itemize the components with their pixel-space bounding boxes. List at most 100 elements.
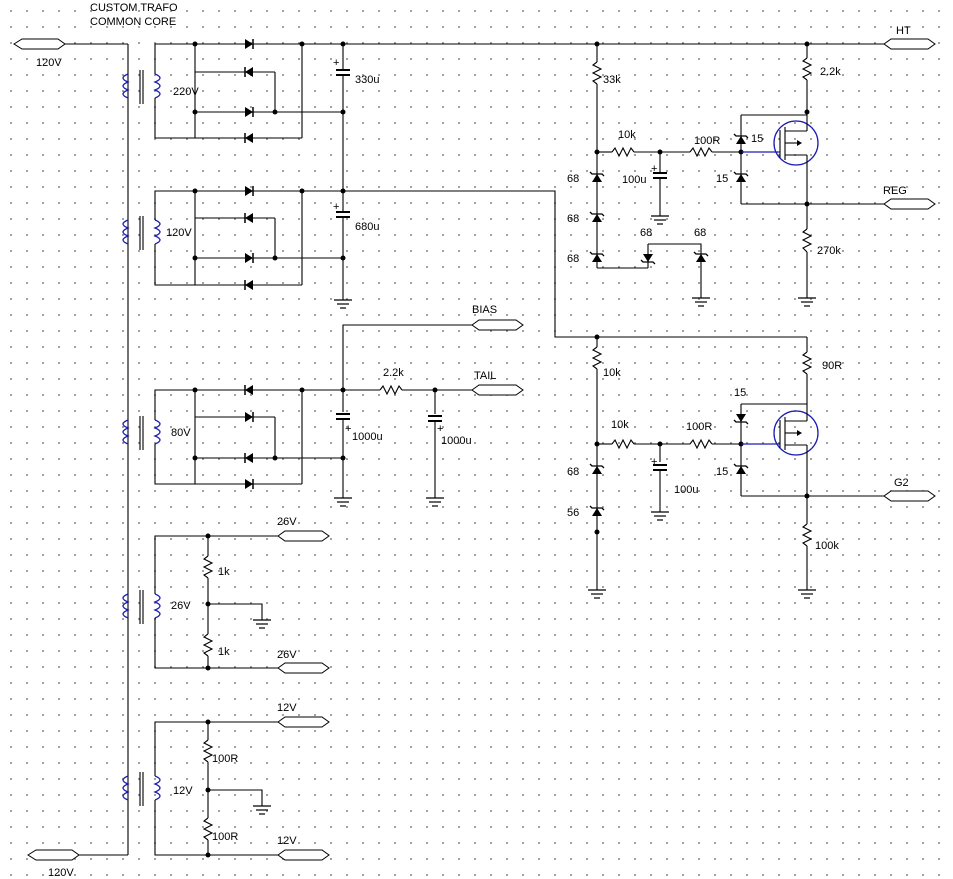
svg-text:+: + — [345, 423, 351, 435]
transformer-120v — [122, 216, 161, 250]
output-port-26v-bottom-label: 26V — [277, 649, 297, 661]
resistor-100r-top — [202, 739, 214, 763]
capacitor-100u-ht-label: 100u — [622, 174, 646, 186]
capacitor-330u-label: 330u — [355, 74, 379, 86]
resistor-2k2-bias — [379, 384, 403, 396]
resistor-100r-ht-label: 100R — [694, 135, 720, 147]
bridge-rectifier-80v — [154, 384, 343, 490]
header-line2: COMMON CORE — [90, 16, 176, 28]
zener-15-g2-upper-label: 15 — [734, 387, 746, 399]
transformer-26v — [122, 590, 161, 624]
zener-15-g2-upper — [733, 413, 749, 425]
zener-68-ht-3 — [589, 251, 605, 263]
zener-68-ht-2 — [589, 211, 605, 223]
output-port-tail-label: TAIL — [474, 370, 496, 382]
resistor-100r-g2 — [689, 438, 713, 450]
resistor-100r-bottom-label: 100R — [212, 831, 238, 843]
zener-68-ht-4-label: 68 — [640, 227, 652, 239]
resistor-2k2-ht-label: 2.2k — [820, 66, 841, 78]
resistor-100k-g2-label: 100k — [815, 540, 839, 552]
capacitor-1000u-b-label: 1000u — [441, 435, 472, 447]
resistor-10k-g2-top — [591, 346, 603, 370]
svg-text:+: + — [437, 423, 443, 435]
output-port-12v-bottom-label: 12V — [277, 835, 297, 847]
svg-text:+: + — [651, 163, 657, 175]
output-port-reg[interactable] — [883, 198, 936, 210]
resistor-2k2-bias-label: 2.2k — [383, 367, 404, 379]
transformer-12v — [122, 772, 161, 806]
capacitor-1000u-a-label: 1000u — [352, 431, 383, 443]
zener-68-g2 — [589, 463, 605, 475]
output-port-ht-label: HT — [896, 25, 911, 37]
transformer-220v-label: 220V — [173, 86, 199, 98]
transformer-120v-label: 120V — [166, 227, 192, 239]
resistor-33k-label: 33k — [603, 74, 621, 86]
resistor-1k-top — [202, 555, 214, 579]
resistor-1k-bottom — [202, 633, 214, 657]
resistor-270k-ht-label: 270k — [817, 245, 841, 257]
resistor-100r-top-label: 100R — [212, 753, 238, 765]
transformer-26v-label: 26V — [171, 600, 191, 612]
input-port-bottom[interactable] — [27, 849, 128, 861]
zener-68-ht-2-label: 68 — [567, 213, 579, 225]
output-port-12v-top-label: 12V — [277, 702, 297, 714]
output-port-12v-top[interactable] — [277, 716, 330, 728]
mosfet-ht — [773, 120, 819, 166]
zener-68-g2-label: 68 — [567, 466, 579, 478]
output-port-26v-bottom[interactable] — [277, 662, 330, 674]
resistor-2k2-ht — [801, 57, 813, 81]
zener-68-ht-1 — [589, 171, 605, 183]
zener-68-ht-5 — [693, 251, 709, 263]
output-port-26v-top-label: 26V — [277, 516, 297, 528]
transformer-220v — [122, 70, 161, 104]
output-port-tail[interactable] — [471, 384, 524, 396]
zener-15-ht-lower-label: 15 — [716, 173, 728, 185]
zener-68-ht-4 — [640, 253, 656, 265]
resistor-1k-top-label: 1k — [218, 566, 230, 578]
resistor-100k-g2 — [801, 523, 813, 547]
zener-15-g2-lower-label: 15 — [716, 466, 728, 478]
zener-56-g2 — [589, 505, 605, 517]
resistor-10k-g2-top-label: 10k — [603, 367, 621, 379]
resistor-10k-g2-mid-label: 10k — [611, 419, 629, 431]
capacitor-1000u-b — [427, 415, 443, 422]
ht-feed-wire — [343, 190, 597, 338]
zener-68-ht-5-label: 68 — [694, 227, 706, 239]
output-port-g2-label: G2 — [894, 477, 909, 489]
output-port-26v-top[interactable] — [277, 530, 330, 542]
output-port-bias[interactable] — [471, 319, 524, 331]
output-port-ht[interactable] — [883, 38, 936, 50]
resistor-10k-ht — [611, 146, 635, 158]
zener-68-ht-3-label: 68 — [567, 253, 579, 265]
capacitor-1000u-a — [335, 413, 351, 420]
svg-text:+: + — [333, 201, 339, 213]
zener-56-g2-label: 56 — [567, 507, 579, 519]
resistor-100r-bottom — [202, 817, 214, 841]
output-port-12v-bottom[interactable] — [277, 849, 330, 861]
header-line1: CUSTOM TRAFO — [90, 2, 178, 14]
resistor-33k — [591, 44, 603, 152]
zener-15-g2-lower — [733, 463, 749, 475]
input-port-top[interactable] — [13, 38, 128, 50]
svg-text:+: + — [333, 57, 339, 69]
output-port-g2[interactable] — [883, 490, 936, 502]
bridge-rectifier-120v — [154, 185, 343, 291]
zener-68-ht-1-label: 68 — [567, 173, 579, 185]
transformer-12v-label: 12V — [173, 785, 193, 797]
transformer-80v — [122, 416, 161, 450]
svg-text:+: + — [651, 456, 657, 468]
output-port-bias-label: BIAS — [472, 304, 497, 316]
input-port-top-label: 120V — [36, 57, 62, 69]
mosfet-g2 — [773, 410, 819, 456]
transformer-80v-label: 80V — [171, 427, 191, 439]
resistor-270k-ht — [801, 228, 813, 253]
resistor-100r-g2-label: 100R — [686, 421, 712, 433]
input-port-bottom-label: 120V — [48, 867, 74, 879]
capacitor-680u-label: 680u — [355, 221, 379, 233]
output-port-reg-label: REG — [883, 185, 907, 197]
resistor-10k-ht-label: 10k — [618, 129, 636, 141]
resistor-90r-g2-label: 90R — [822, 360, 842, 372]
bridge-rectifier-220v — [154, 38, 343, 144]
